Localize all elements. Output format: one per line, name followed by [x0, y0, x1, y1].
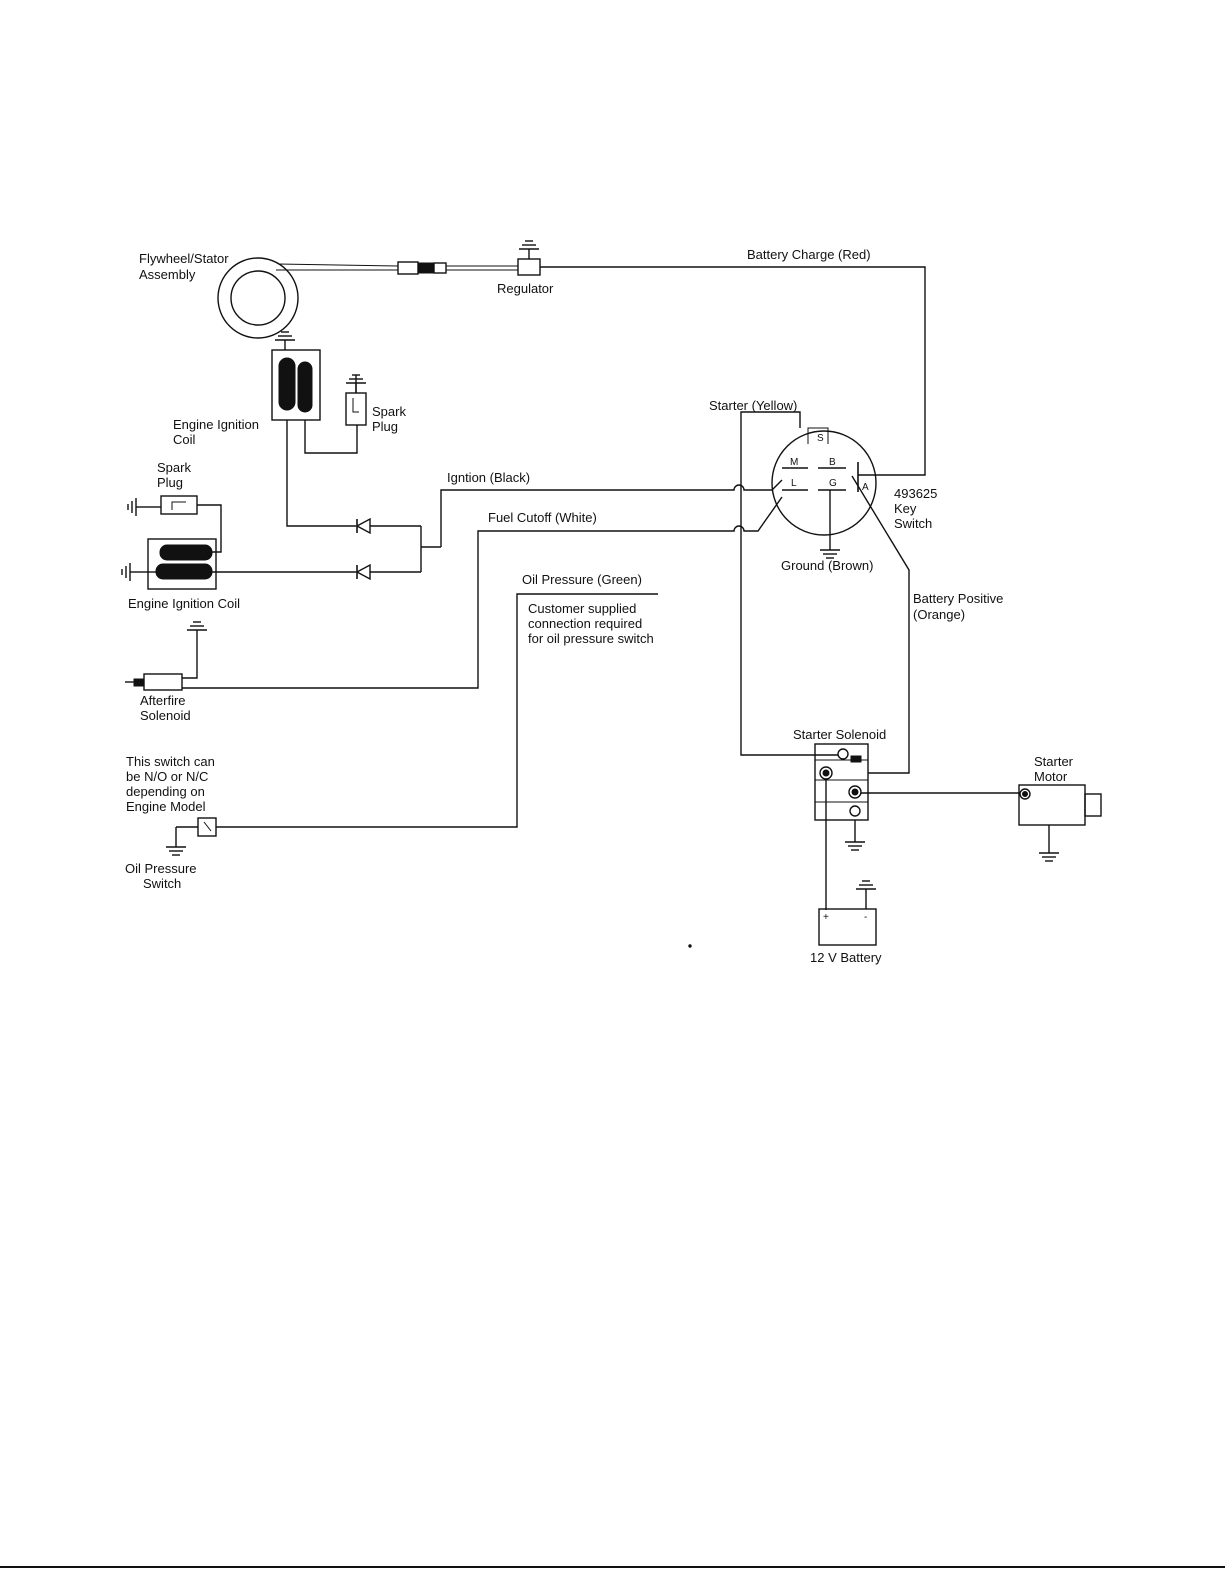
ignition-wire-label: Igntion (Black) [447, 470, 530, 485]
key-terminal-a: A [862, 482, 869, 493]
fuel-cutoff-wire [182, 496, 783, 689]
battery-charge-label: Battery Charge (Red) [747, 247, 871, 262]
key-switch-ground [819, 490, 841, 559]
oil-pressure-label: Oil Pressure (Green) [522, 572, 642, 587]
switch-note-line3: depending on [126, 784, 205, 799]
starter-motor [1018, 784, 1102, 862]
key-terminal-b: B [829, 457, 836, 468]
spark-plug-top [345, 374, 367, 426]
oil-switch-label-line1: Oil Pressure [125, 861, 197, 876]
battery-12v [818, 880, 877, 946]
afterfire-solenoid [125, 621, 208, 691]
inline-connector [397, 261, 447, 275]
engine-ignition-coil-left [121, 538, 217, 590]
oil-pressure-wire [216, 593, 658, 828]
key-switch [771, 427, 877, 536]
ground-wire-label: Ground (Brown) [781, 558, 873, 573]
starter-solenoid [814, 743, 869, 851]
spark-plug-left [127, 495, 222, 553]
starter-motor-label-line1: Starter [1034, 754, 1074, 769]
starter-wire [740, 411, 843, 756]
customer-note-line2: connection required [528, 616, 642, 631]
battery-positive-label-line2: (Orange) [913, 607, 965, 622]
afterfire-label-line1: Afterfire [140, 693, 186, 708]
battery-terminal-minus: - [864, 912, 867, 923]
regulator-label: Regulator [497, 281, 554, 296]
coil-top-primary-wire [286, 420, 356, 527]
battery-terminal-plus: + [823, 912, 829, 923]
ignition-coil-left-label: Engine Ignition Coil [128, 596, 240, 611]
ignition-coil-top-label-line1: Engine Ignition [173, 417, 259, 432]
customer-note-line3: for oil pressure switch [528, 631, 654, 646]
battery-positive-label-line1: Battery Positive [913, 591, 1003, 606]
regulator [517, 240, 541, 276]
oil-pressure-switch [165, 817, 217, 856]
key-terminal-g: G [829, 478, 837, 489]
battery-charge-wire [540, 266, 926, 476]
spark-plug-left-label-line1: Spark [157, 460, 191, 475]
battery-positive-wire [851, 475, 910, 774]
key-switch-label-line1: 493625 [894, 486, 937, 501]
diode-upper [355, 517, 421, 535]
fuel-cutoff-label: Fuel Cutoff (White) [488, 510, 597, 525]
key-terminal-s: S [817, 433, 824, 444]
key-switch-label-line3: Switch [894, 516, 932, 531]
customer-note-line1: Customer supplied [528, 601, 636, 616]
regulator-leads [446, 265, 518, 271]
diode-lower [355, 563, 421, 581]
spark-plug-top-label-line2: Plug [372, 419, 398, 434]
engine-ignition-coil-top [271, 331, 358, 454]
stray-mark [688, 944, 692, 948]
key-terminal-m: M [790, 457, 798, 468]
battery-label: 12 V Battery [810, 950, 882, 965]
switch-note-line4: Engine Model [126, 799, 206, 814]
page-bottom-rule [0, 1566, 1225, 1568]
stator-leads [276, 263, 399, 271]
starter-solenoid-label: Starter Solenoid [793, 727, 886, 742]
ignition-coil-top-label-line2: Coil [173, 432, 196, 447]
afterfire-label-line2: Solenoid [140, 708, 191, 723]
flywheel-label-line2: Assembly [139, 267, 196, 282]
diode-junction [420, 526, 441, 572]
switch-note-line1: This switch can [126, 754, 215, 769]
key-terminal-l: L [791, 478, 797, 489]
ignition-wire [440, 479, 783, 547]
spark-plug-top-label-line1: Spark [372, 404, 406, 419]
spark-plug-left-label-line2: Plug [157, 475, 183, 490]
oil-switch-label-line2: Switch [143, 876, 181, 891]
flywheel-stator [217, 257, 299, 339]
starter-motor-label-line2: Motor [1034, 769, 1068, 784]
key-switch-label-line2: Key [894, 501, 917, 516]
starter-wire-label: Starter (Yellow) [709, 398, 797, 413]
switch-note-line2: be N/O or N/C [126, 769, 208, 784]
flywheel-label-line1: Flywheel/Stator [139, 251, 229, 266]
